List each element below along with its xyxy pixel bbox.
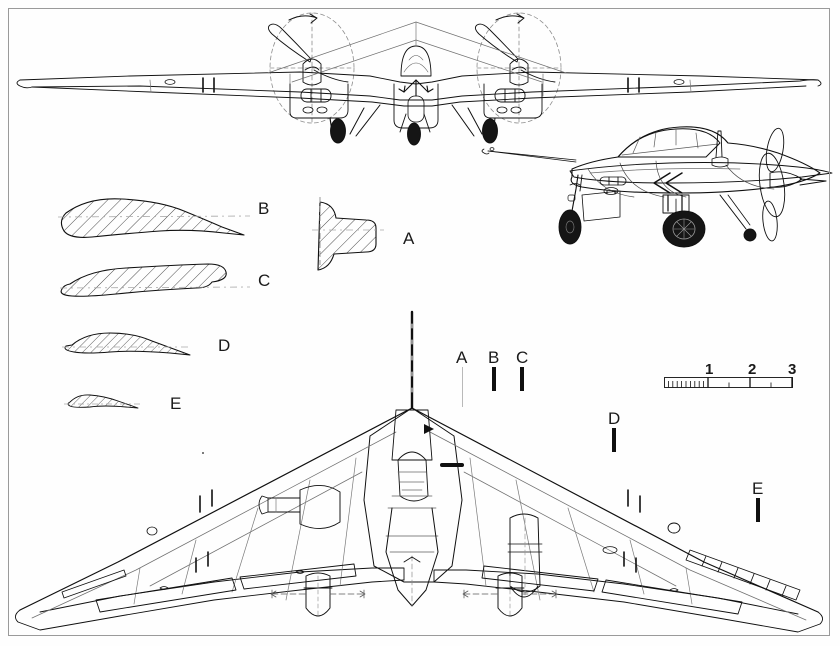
front-elevation-view [0,0,840,170]
airfoil-section-c [59,263,251,297]
plan-marker-label-a: A [456,348,468,367]
airfoil-section-e [64,394,140,409]
plan-marker-line-b [492,367,496,391]
section-label-e: E [170,394,182,413]
section-label-b: B [258,199,270,218]
section-label-c: C [258,271,271,290]
scale-number-1: 1 [705,361,714,378]
side-profile-view [470,125,840,275]
plan-marker-line-a [462,367,463,407]
plan-marker-label-b: B [488,348,500,367]
plan-marker-label-d: D [608,409,621,428]
section-label-a: A [403,229,415,248]
plan-marker-label-e: E [752,479,764,498]
airfoil-section-d [62,332,191,356]
airfoil-section-b [57,198,251,238]
scale-bar [664,375,800,391]
section-label-d: D [218,336,231,355]
plan-marker-label-c: C [516,348,529,367]
airfoil-sections-group [0,180,340,420]
scale-number-2: 2 [748,361,757,378]
plan-marker-line-d [612,428,616,452]
plan-marker-line-c [520,367,524,391]
plan-marker-line-e [756,498,760,522]
scale-number-3: 3 [788,361,797,378]
airfoil-section-a [300,185,410,275]
plan-view [0,300,840,646]
